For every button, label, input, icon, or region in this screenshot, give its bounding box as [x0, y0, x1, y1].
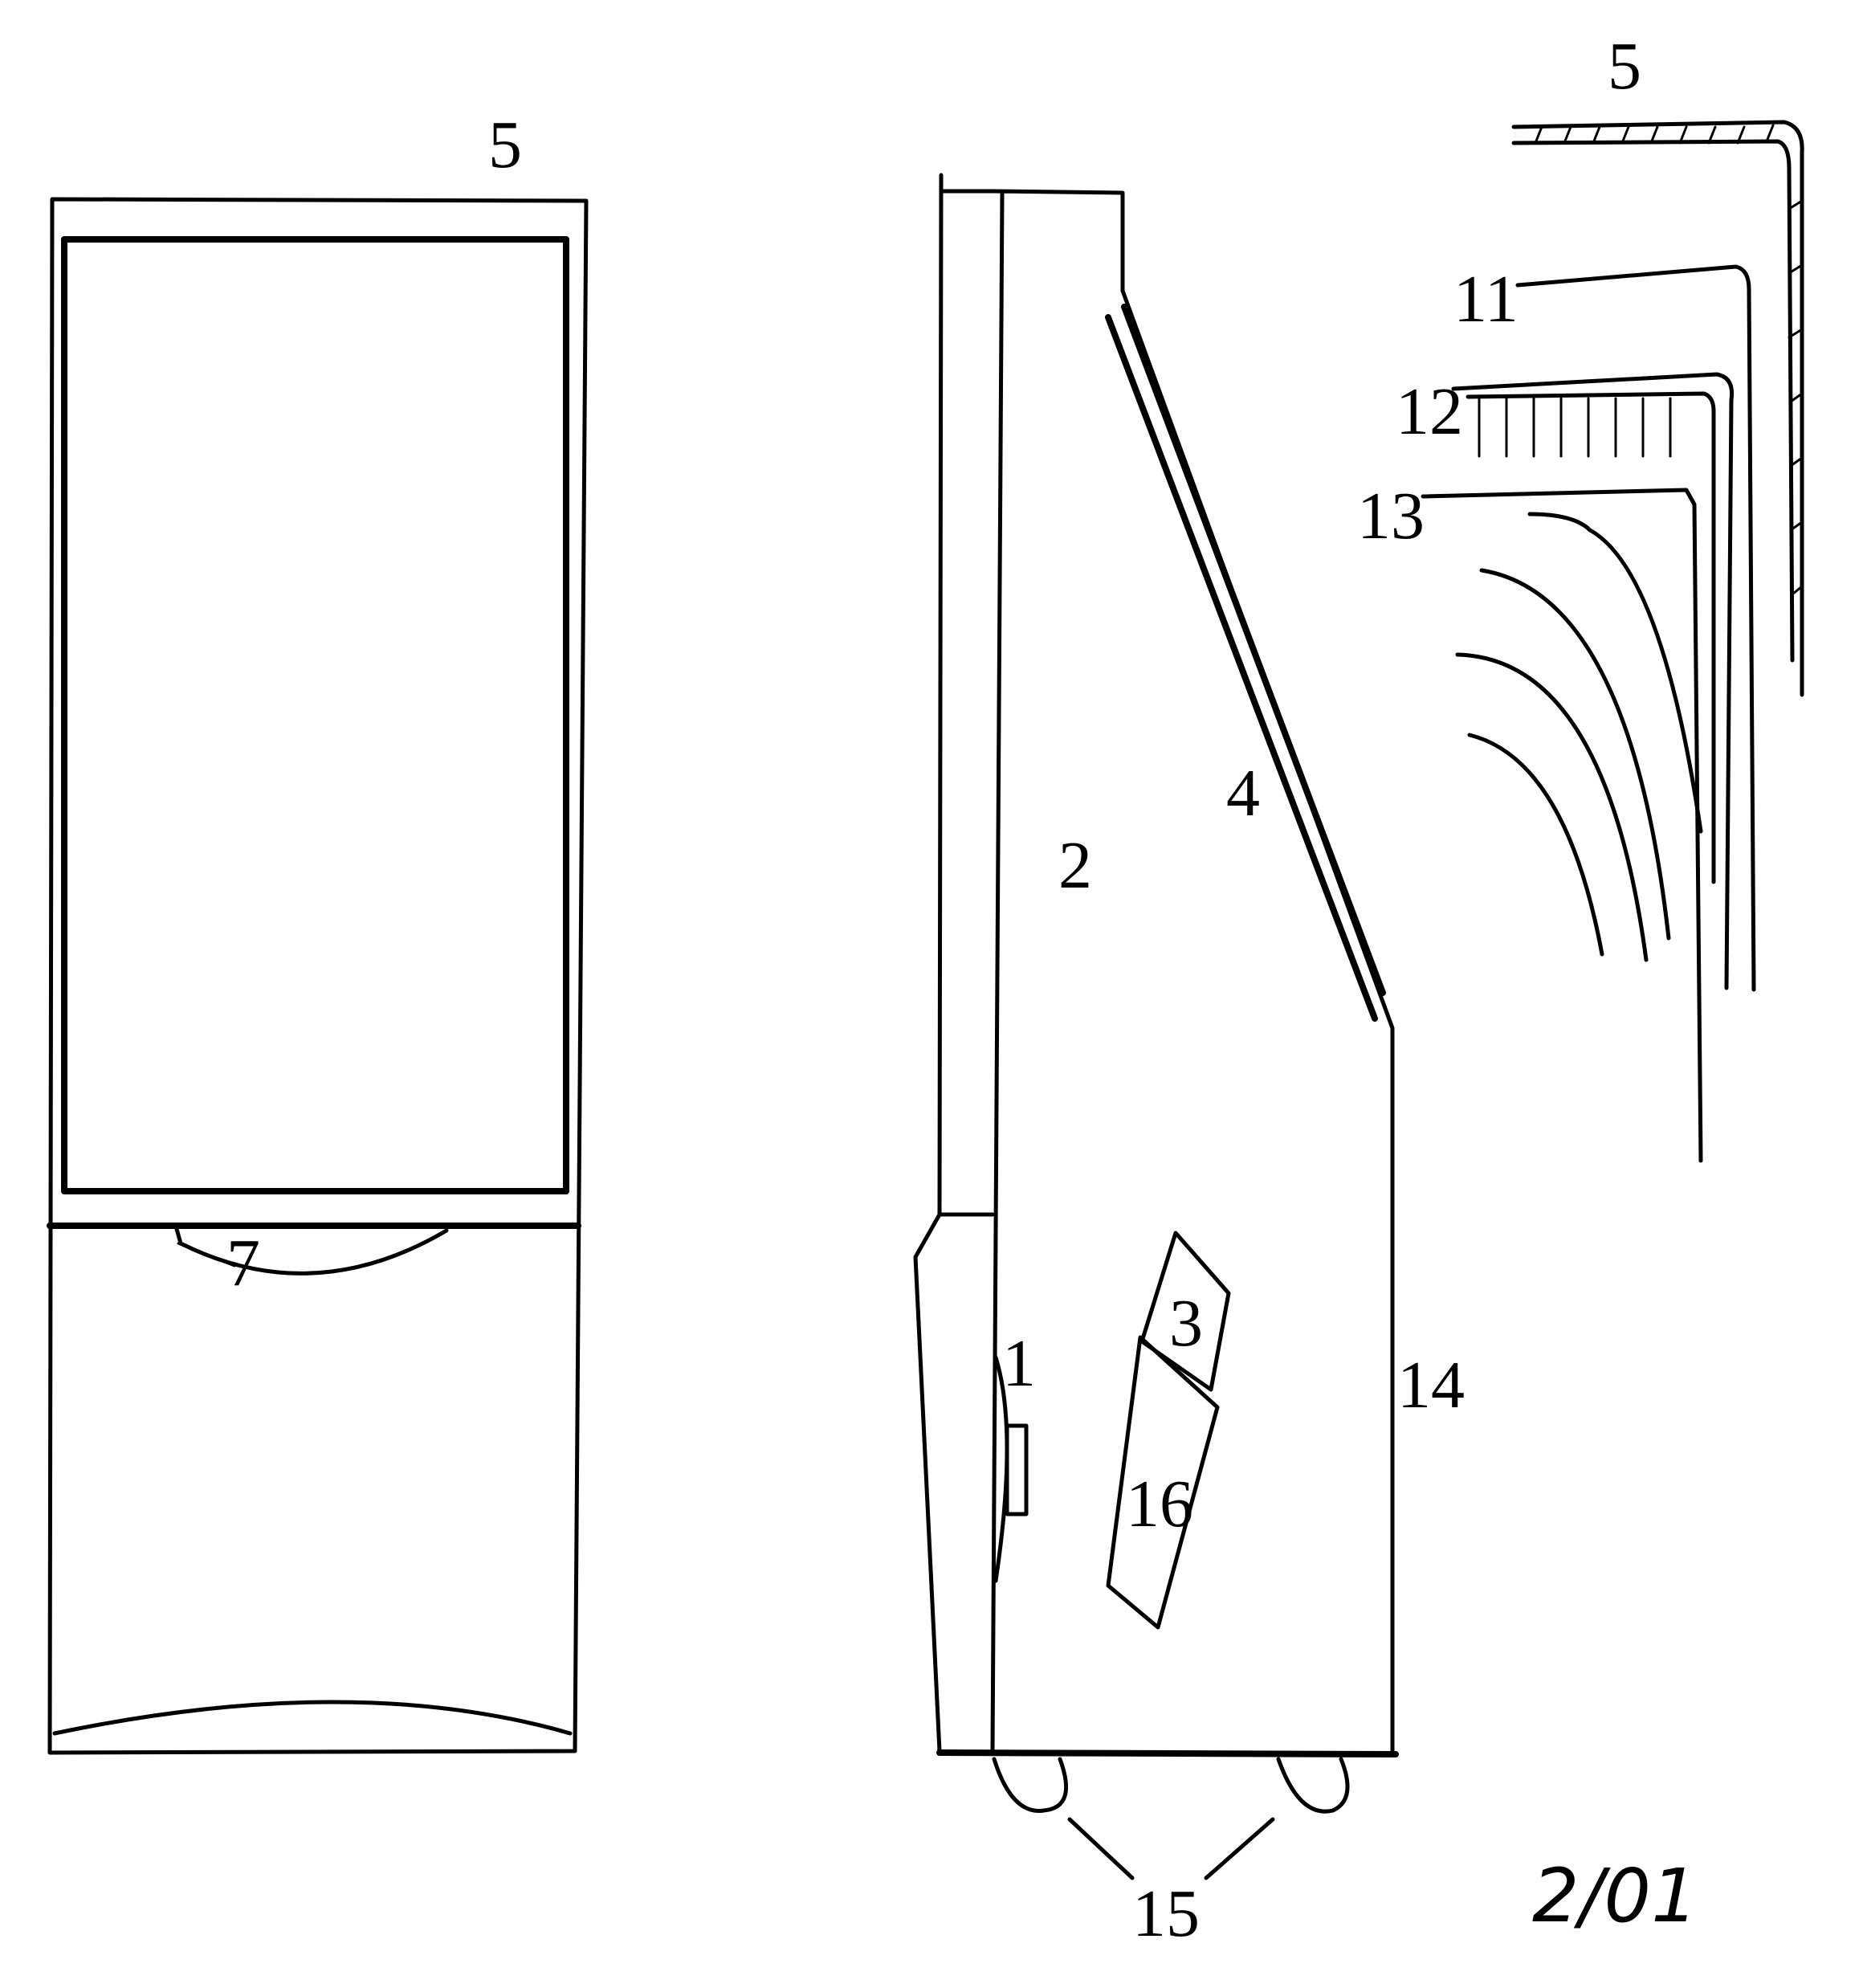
label-side-wheels: 15 — [1132, 1876, 1200, 1951]
side-front-bezel — [937, 173, 995, 1217]
detail-layer-13 — [1421, 488, 1703, 1163]
front-base-curve — [52, 1700, 573, 1736]
label-detail-11: 11 — [1453, 262, 1519, 337]
detail-view: 5 11 12 13 — [1357, 29, 1804, 1163]
label-front-speaker: 7 — [226, 1226, 260, 1300]
detail-layer-11 — [1515, 264, 1756, 992]
side-body-outline — [990, 189, 1395, 1755]
sheet-number: 2/01 — [1532, 1853, 1698, 1939]
detail-arc-3 — [1455, 652, 1649, 962]
detail-arc-2 — [1479, 568, 1671, 941]
side-front-base — [913, 1212, 942, 1753]
side-wheels-leader — [1067, 1817, 1275, 1880]
label-side-body: 2 — [1058, 828, 1092, 903]
front-speaker-leader — [177, 1242, 236, 1268]
side-mirror — [1105, 304, 1386, 1022]
detail-layer-5-hatching — [1534, 124, 1804, 596]
side-wheel-front — [992, 1757, 1068, 1813]
detail-layer-12-hatching — [1478, 397, 1672, 458]
detail-layer-12-outline — [1451, 372, 1735, 990]
detail-arc-1 — [1527, 512, 1703, 834]
label-detail-top: 5 — [1608, 29, 1641, 104]
front-speaker-grille-top — [174, 1227, 449, 1276]
side-card-upper — [1139, 1231, 1231, 1392]
label-side-card-bottom: 16 — [1126, 1467, 1193, 1541]
front-cabinet-outline — [47, 197, 589, 1755]
label-side-card-top: 3 — [1169, 1286, 1203, 1361]
detail-layer-5-outline — [1511, 120, 1804, 697]
label-side-port: 1 — [1002, 1326, 1036, 1401]
front-screen — [61, 236, 569, 1194]
side-wheel-rear — [1276, 1757, 1350, 1814]
side-port-box — [1005, 1423, 1029, 1517]
label-detail-13: 13 — [1357, 479, 1425, 553]
label-detail-12: 12 — [1396, 374, 1463, 449]
side-view: 2 4 3 16 1 14 15 — [913, 173, 1465, 1951]
label-side-mirror: 4 — [1226, 756, 1260, 831]
side-bottom-line — [936, 1749, 1399, 1757]
side-card-lower — [1106, 1335, 1220, 1630]
detail-arc-4 — [1467, 733, 1604, 957]
front-view: 5 7 — [47, 108, 589, 1755]
label-front-top: 5 — [488, 108, 522, 182]
label-side-rear: 14 — [1397, 1348, 1465, 1423]
